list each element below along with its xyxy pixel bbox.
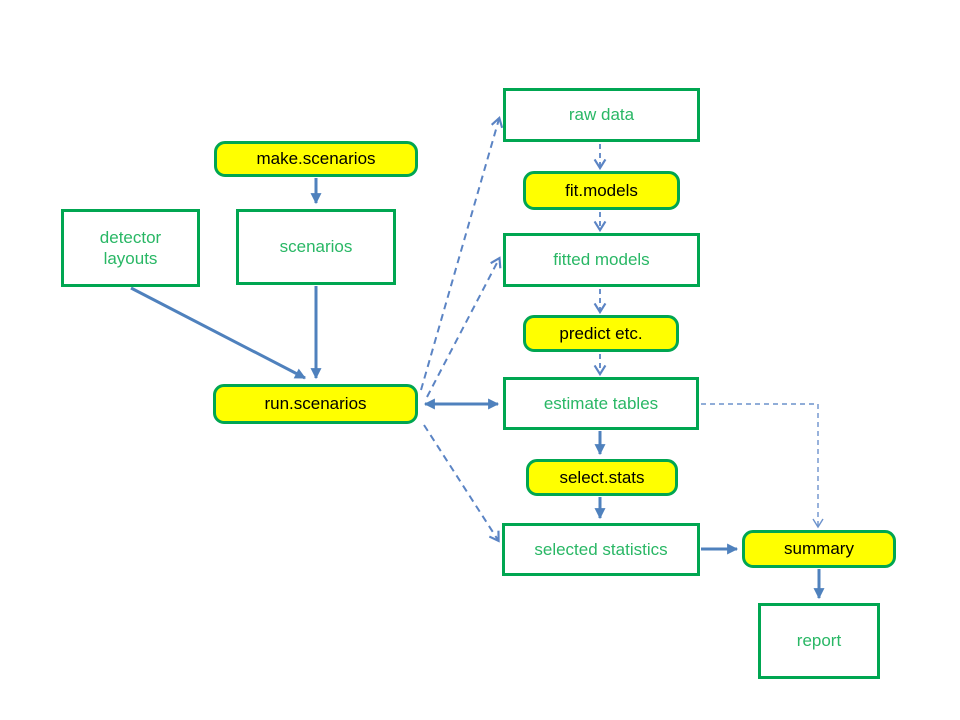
node-detector-layouts-label: detector layouts: [99, 227, 162, 268]
node-select-stats-label: select.stats: [559, 467, 645, 487]
node-select-stats: select.stats: [526, 459, 678, 496]
node-fit-models-label: fit.models: [565, 180, 638, 200]
node-make-scenarios: make.scenarios: [214, 141, 418, 177]
node-summary: summary: [742, 530, 896, 568]
node-run-scenarios-label: run.scenarios: [264, 394, 367, 414]
node-detector-layouts: detector layouts: [61, 209, 200, 287]
node-fit-models: fit.models: [523, 171, 680, 210]
node-predict-etc: predict etc.: [523, 315, 679, 352]
node-report: report: [758, 603, 880, 679]
node-selected-statistics-label: selected statistics: [534, 539, 668, 559]
node-report-label: report: [796, 631, 842, 651]
node-selected-statistics: selected statistics: [502, 523, 700, 576]
node-scenarios: scenarios: [236, 209, 396, 285]
node-summary-label: summary: [784, 539, 854, 559]
node-predict-etc-label: predict etc.: [559, 323, 643, 343]
node-raw-data: raw data: [503, 88, 700, 142]
node-raw-data-label: raw data: [568, 105, 635, 125]
edge-run-scenarios-to-selected-statistics: [423, 424, 500, 543]
node-estimate-tables: estimate tables: [503, 377, 699, 430]
edge-run-scenarios-to-raw-data: [420, 115, 504, 391]
node-fitted-models-label: fitted models: [553, 250, 650, 270]
node-run-scenarios: run.scenarios: [213, 384, 418, 424]
edge-run-scenarios-to-fitted-models: [426, 256, 502, 398]
node-make-scenarios-label: make.scenarios: [256, 149, 376, 169]
node-scenarios-label: scenarios: [279, 237, 353, 257]
edge-estimate-tables-to-summary-elbow: [701, 403, 824, 529]
node-fitted-models: fitted models: [503, 233, 700, 287]
edge-detector-layouts-to-run-scenarios: [130, 286, 306, 380]
node-estimate-tables-label: estimate tables: [543, 393, 659, 413]
